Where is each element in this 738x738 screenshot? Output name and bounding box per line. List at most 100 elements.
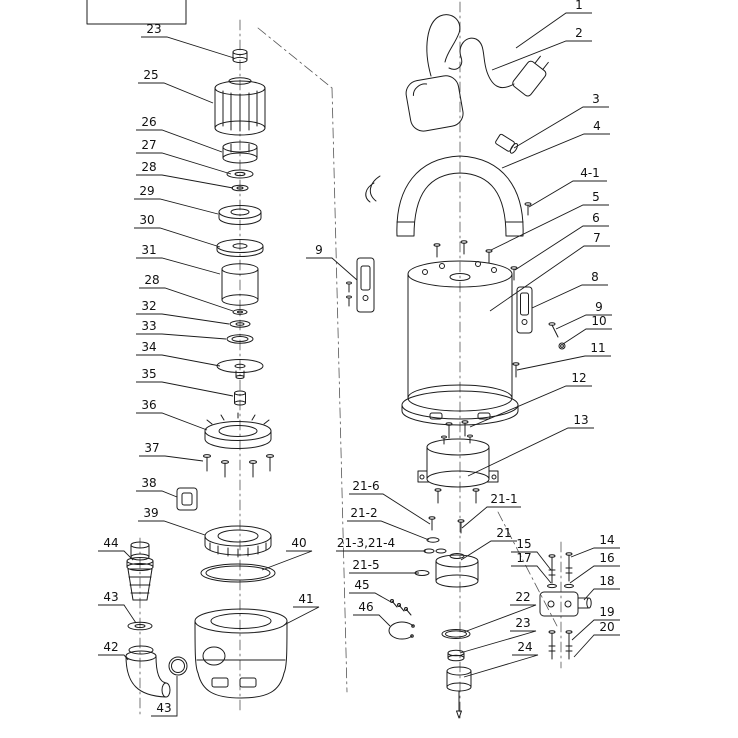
leader-18 — [583, 588, 620, 601]
leader-6 — [514, 225, 609, 271]
leader-41 — [283, 606, 320, 626]
callout-42: 42 — [103, 640, 118, 654]
leader-24 — [463, 654, 539, 678]
part-bracket-8 — [516, 286, 533, 334]
part-oring-40 — [200, 563, 276, 583]
part-screw-9-nut-10 — [548, 322, 566, 350]
callout-22: 22 — [515, 590, 530, 604]
part-casing-7 — [407, 260, 513, 412]
callout-27: 27 — [141, 138, 156, 152]
leader-25 — [138, 82, 214, 104]
callout-3: 3 — [592, 92, 600, 106]
callout-11: 11 — [590, 341, 605, 355]
leader-43 — [151, 676, 178, 717]
callout-4: 4 — [593, 119, 601, 133]
callout-35: 35 — [141, 367, 156, 381]
part-screw-4-1 — [524, 202, 532, 216]
leader-20 — [573, 634, 620, 658]
part-valve-group-14-20 — [539, 552, 592, 660]
leader-39 — [138, 520, 206, 536]
callout-13: 13 — [573, 413, 588, 427]
callout-28: 28 — [144, 273, 159, 287]
part-base-flange-12 — [401, 390, 519, 426]
leader-1 — [515, 12, 592, 49]
callout-31: 31 — [141, 243, 156, 257]
callout-17: 17 — [516, 551, 531, 565]
callout-4-1: 4-1 — [580, 166, 600, 180]
callout-29: 29 — [139, 184, 154, 198]
part-bearing-29 — [218, 205, 262, 225]
callout-16: 16 — [599, 551, 614, 565]
part-bracket-9 — [346, 257, 375, 313]
callout-12: 12 — [571, 371, 586, 385]
callout-9: 9 — [595, 300, 603, 314]
callout-24: 24 — [517, 640, 532, 654]
leader-43 — [98, 604, 137, 624]
leader-37 — [139, 455, 204, 462]
leader-28 — [136, 174, 234, 189]
part-motor-25 — [214, 77, 266, 136]
leader-12 — [469, 385, 592, 428]
callout-19: 19 — [599, 605, 614, 619]
callout-20: 20 — [599, 620, 614, 634]
callout-2: 2 — [575, 26, 583, 40]
callout-21-6: 21-6 — [352, 479, 379, 493]
part-hose-adapter-44 — [126, 541, 154, 601]
part-washer-43a — [127, 621, 153, 631]
leader-21 — [460, 540, 517, 561]
part-bush-35 — [234, 390, 246, 406]
callout-46: 46 — [358, 600, 373, 614]
callout-41: 41 — [298, 592, 313, 606]
part-washer-32 — [229, 320, 251, 328]
leader-21-6 — [349, 493, 431, 525]
part-washer-27 — [226, 169, 254, 179]
leader-13 — [467, 427, 594, 477]
part-motor-housing-13 — [417, 434, 499, 504]
leader-28 — [139, 287, 234, 312]
leader-40 — [261, 550, 313, 571]
leader-8 — [531, 284, 608, 309]
callout-21-1: 21-1 — [490, 492, 517, 506]
callout-23: 23 — [515, 616, 530, 630]
leader-22 — [463, 604, 537, 633]
callout-21: 21 — [496, 526, 511, 540]
leader-34 — [136, 354, 221, 367]
part-ringnut-39 — [204, 525, 272, 558]
leader-9 — [306, 257, 358, 281]
leader-23 — [459, 630, 537, 654]
leader-4-1 — [528, 180, 607, 208]
callout-15: 15 — [516, 537, 531, 551]
leader-44 — [98, 550, 134, 561]
part-power-plug-2 — [512, 55, 549, 97]
leader-5 — [490, 204, 609, 251]
callout-8: 8 — [591, 270, 599, 284]
leader-16 — [569, 565, 620, 584]
callout-30: 30 — [139, 213, 154, 227]
callout-23: 23 — [146, 22, 161, 36]
leader-46 — [353, 614, 391, 627]
part-power-cord-1 — [426, 14, 515, 88]
callout-40: 40 — [291, 536, 306, 550]
leader-21-2 — [347, 520, 430, 541]
part-nut-23r — [447, 649, 465, 662]
leader-17 — [511, 565, 552, 584]
callout-21-5: 21-5 — [352, 558, 379, 572]
leader-23 — [141, 36, 235, 59]
leader-11 — [516, 355, 611, 371]
part-handle-4 — [365, 155, 524, 237]
callout-39: 39 — [143, 506, 158, 520]
callout-10: 10 — [591, 314, 606, 328]
part-screws-45 — [390, 599, 412, 616]
callout-9: 9 — [315, 243, 323, 257]
callout-34: 34 — [141, 340, 156, 354]
callout-21-2: 21-2 — [350, 506, 377, 520]
leader-14 — [570, 547, 620, 558]
part-sleeve-31 — [221, 263, 259, 306]
part-shaft-24 — [446, 666, 472, 719]
part-ring-33 — [226, 334, 254, 344]
callout-38: 38 — [141, 476, 156, 490]
callout-37: 37 — [144, 441, 159, 455]
drawing-border-fragment — [86, 0, 187, 25]
